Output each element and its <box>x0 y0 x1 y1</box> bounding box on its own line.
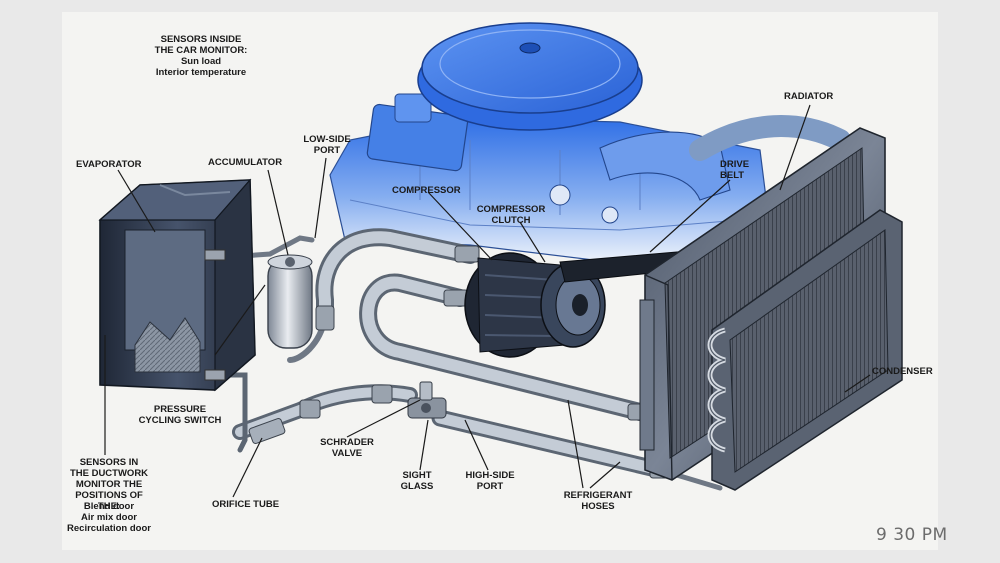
label-compressor-clutch: COMPRESSOR CLUTCH <box>476 204 546 226</box>
label-schrader-valve: SCHRADER VALVE <box>320 437 374 459</box>
label-sensors-ductwork-items: Blend door Air mix door Recirculation do… <box>67 501 151 534</box>
label-compressor: COMPRESSOR <box>392 185 461 196</box>
label-drive-belt: DRIVE BELT <box>720 159 750 181</box>
air-cleaner <box>417 22 643 131</box>
schrader-valve <box>407 381 447 419</box>
label-high-side-port: HIGH-SIDE PORT <box>465 470 515 492</box>
label-accumulator: ACCUMULATOR <box>208 157 283 168</box>
label-radiator: RADIATOR <box>784 91 834 102</box>
orifice-tube <box>248 418 286 444</box>
radiator-hose <box>689 115 851 161</box>
label-sensors-inside-items: Sun load Interior temperature <box>155 56 247 78</box>
label-pressure-cycling-switch: PRESSURE CYCLING SWITCH <box>138 404 222 426</box>
label-orifice-tube: ORIFICE TUBE <box>212 499 280 510</box>
accumulator <box>267 254 313 349</box>
label-low-side-port: LOW-SIDE PORT <box>303 134 351 156</box>
evaporator <box>98 178 256 392</box>
condenser <box>707 209 903 491</box>
label-evaporator: EVAPORATOR <box>76 159 142 170</box>
label-leader-lines <box>104 104 871 498</box>
label-sensors-ductwork-title: SENSORS IN THE DUCTWORK MONITOR THE POSI… <box>69 457 149 512</box>
label-condenser: CONDENSER <box>872 366 933 377</box>
compressor-clutch <box>540 262 606 348</box>
label-sight-glass: SIGHT GLASS <box>400 470 434 492</box>
compressor <box>464 252 566 358</box>
label-refrigerant-hoses: REFRIGERANT HOSES <box>563 490 633 512</box>
label-sensors-inside-title: SENSORS INSIDE THE CAR MONITOR: <box>154 34 248 56</box>
timestamp: 9 30 PM <box>876 525 948 545</box>
